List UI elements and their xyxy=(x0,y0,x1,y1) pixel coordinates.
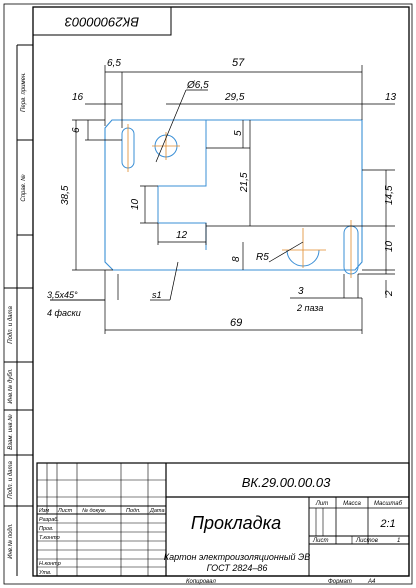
col-lit: Лит xyxy=(315,501,328,507)
outer-frame xyxy=(3,3,413,585)
dim-5: 5 xyxy=(233,130,244,136)
note-chamfer-count: 4 фаски xyxy=(47,308,81,318)
side-label-podp-data-1: Подп. и дата xyxy=(8,306,14,344)
dim-3: 3 xyxy=(298,286,304,297)
hdr-data: Дата xyxy=(149,508,165,514)
dimension-lines xyxy=(50,65,395,334)
title-material-line2: ГОСТ 2824–86 xyxy=(207,563,268,573)
row-prov: Пров. xyxy=(39,526,54,532)
note-chamfer-size: 3,5x45° xyxy=(47,290,78,300)
col-massa: Масса xyxy=(343,501,361,507)
top-code-stamp: ВК29000003 xyxy=(32,6,172,36)
left-side-column xyxy=(4,44,33,576)
sheet-label: Лист xyxy=(312,538,328,544)
dim-6-left: 6 xyxy=(71,127,82,133)
dim-57: 57 xyxy=(232,57,245,69)
dim-8: 8 xyxy=(231,256,242,262)
dim-14-5: 14,5 xyxy=(384,185,395,205)
sheets-value: 1 xyxy=(397,538,400,544)
dim-21-5: 21,5 xyxy=(239,172,250,193)
side-label-inv-dubl: Инв.№ дубл. xyxy=(7,368,14,403)
note-two-slots: 2 паза xyxy=(296,303,323,313)
title-code: ВК.29.00.00.03 xyxy=(242,475,331,490)
title-part-name: Прокладка xyxy=(191,513,281,533)
top-code-text: ВК29000003 xyxy=(64,15,139,30)
dim-2: 2 xyxy=(384,290,395,297)
row-nkontr: Н.контр xyxy=(39,561,61,567)
scale-value: 2:1 xyxy=(379,518,395,530)
format-value: А4 xyxy=(367,579,376,585)
side-label-sprav-no: Справ. № xyxy=(20,174,27,202)
col-masshtab: Масштаб xyxy=(374,501,403,507)
sheets-label: Листов xyxy=(355,538,378,544)
side-label-inv-podl: Инв.№ подл. xyxy=(7,523,14,559)
row-tkontr: Т.контр xyxy=(39,535,60,541)
row-razrab: Разраб. xyxy=(39,517,59,523)
title-material-line1: Картон электроизоляционный ЭВ xyxy=(164,552,310,562)
part-contour xyxy=(104,119,363,271)
dim-r5: R5 xyxy=(256,252,269,263)
format-label: Формат xyxy=(328,579,352,585)
side-label-perv-primen: Перв. примен. xyxy=(21,72,27,112)
side-label-podp-data-2: Подп. и дата xyxy=(8,461,14,499)
dim-phi-6-5: Ø6,5 xyxy=(186,80,209,91)
dim-29-5: 29,5 xyxy=(224,92,245,103)
side-label-vzam-inv: Взам. инв.№ xyxy=(7,414,14,450)
dim-6-5-top: 6,5 xyxy=(107,58,121,69)
hdr-list: Лист xyxy=(57,508,73,514)
dim-13: 13 xyxy=(385,92,397,103)
hdr-podp: Подп. xyxy=(126,508,141,514)
hdr-izm: Изм xyxy=(39,508,49,514)
inner-frame xyxy=(32,6,410,577)
dim-69: 69 xyxy=(230,317,242,329)
dimension-texts: 6,5 57 16 Ø6,5 29,5 13 6 5 38,5 21,5 14,… xyxy=(60,57,397,329)
copied-label: Копировал xyxy=(186,579,216,585)
dim-10-right: 10 xyxy=(384,240,395,252)
note-thickness: s1 xyxy=(152,290,162,300)
hdr-doc: № докум. xyxy=(82,508,106,514)
title-block-lines xyxy=(36,462,410,577)
dim-16: 16 xyxy=(72,92,84,103)
dim-10-left: 10 xyxy=(130,198,141,210)
dim-12: 12 xyxy=(176,230,188,241)
dim-38-5: 38,5 xyxy=(60,185,71,205)
row-utv: Утв. xyxy=(38,570,52,576)
